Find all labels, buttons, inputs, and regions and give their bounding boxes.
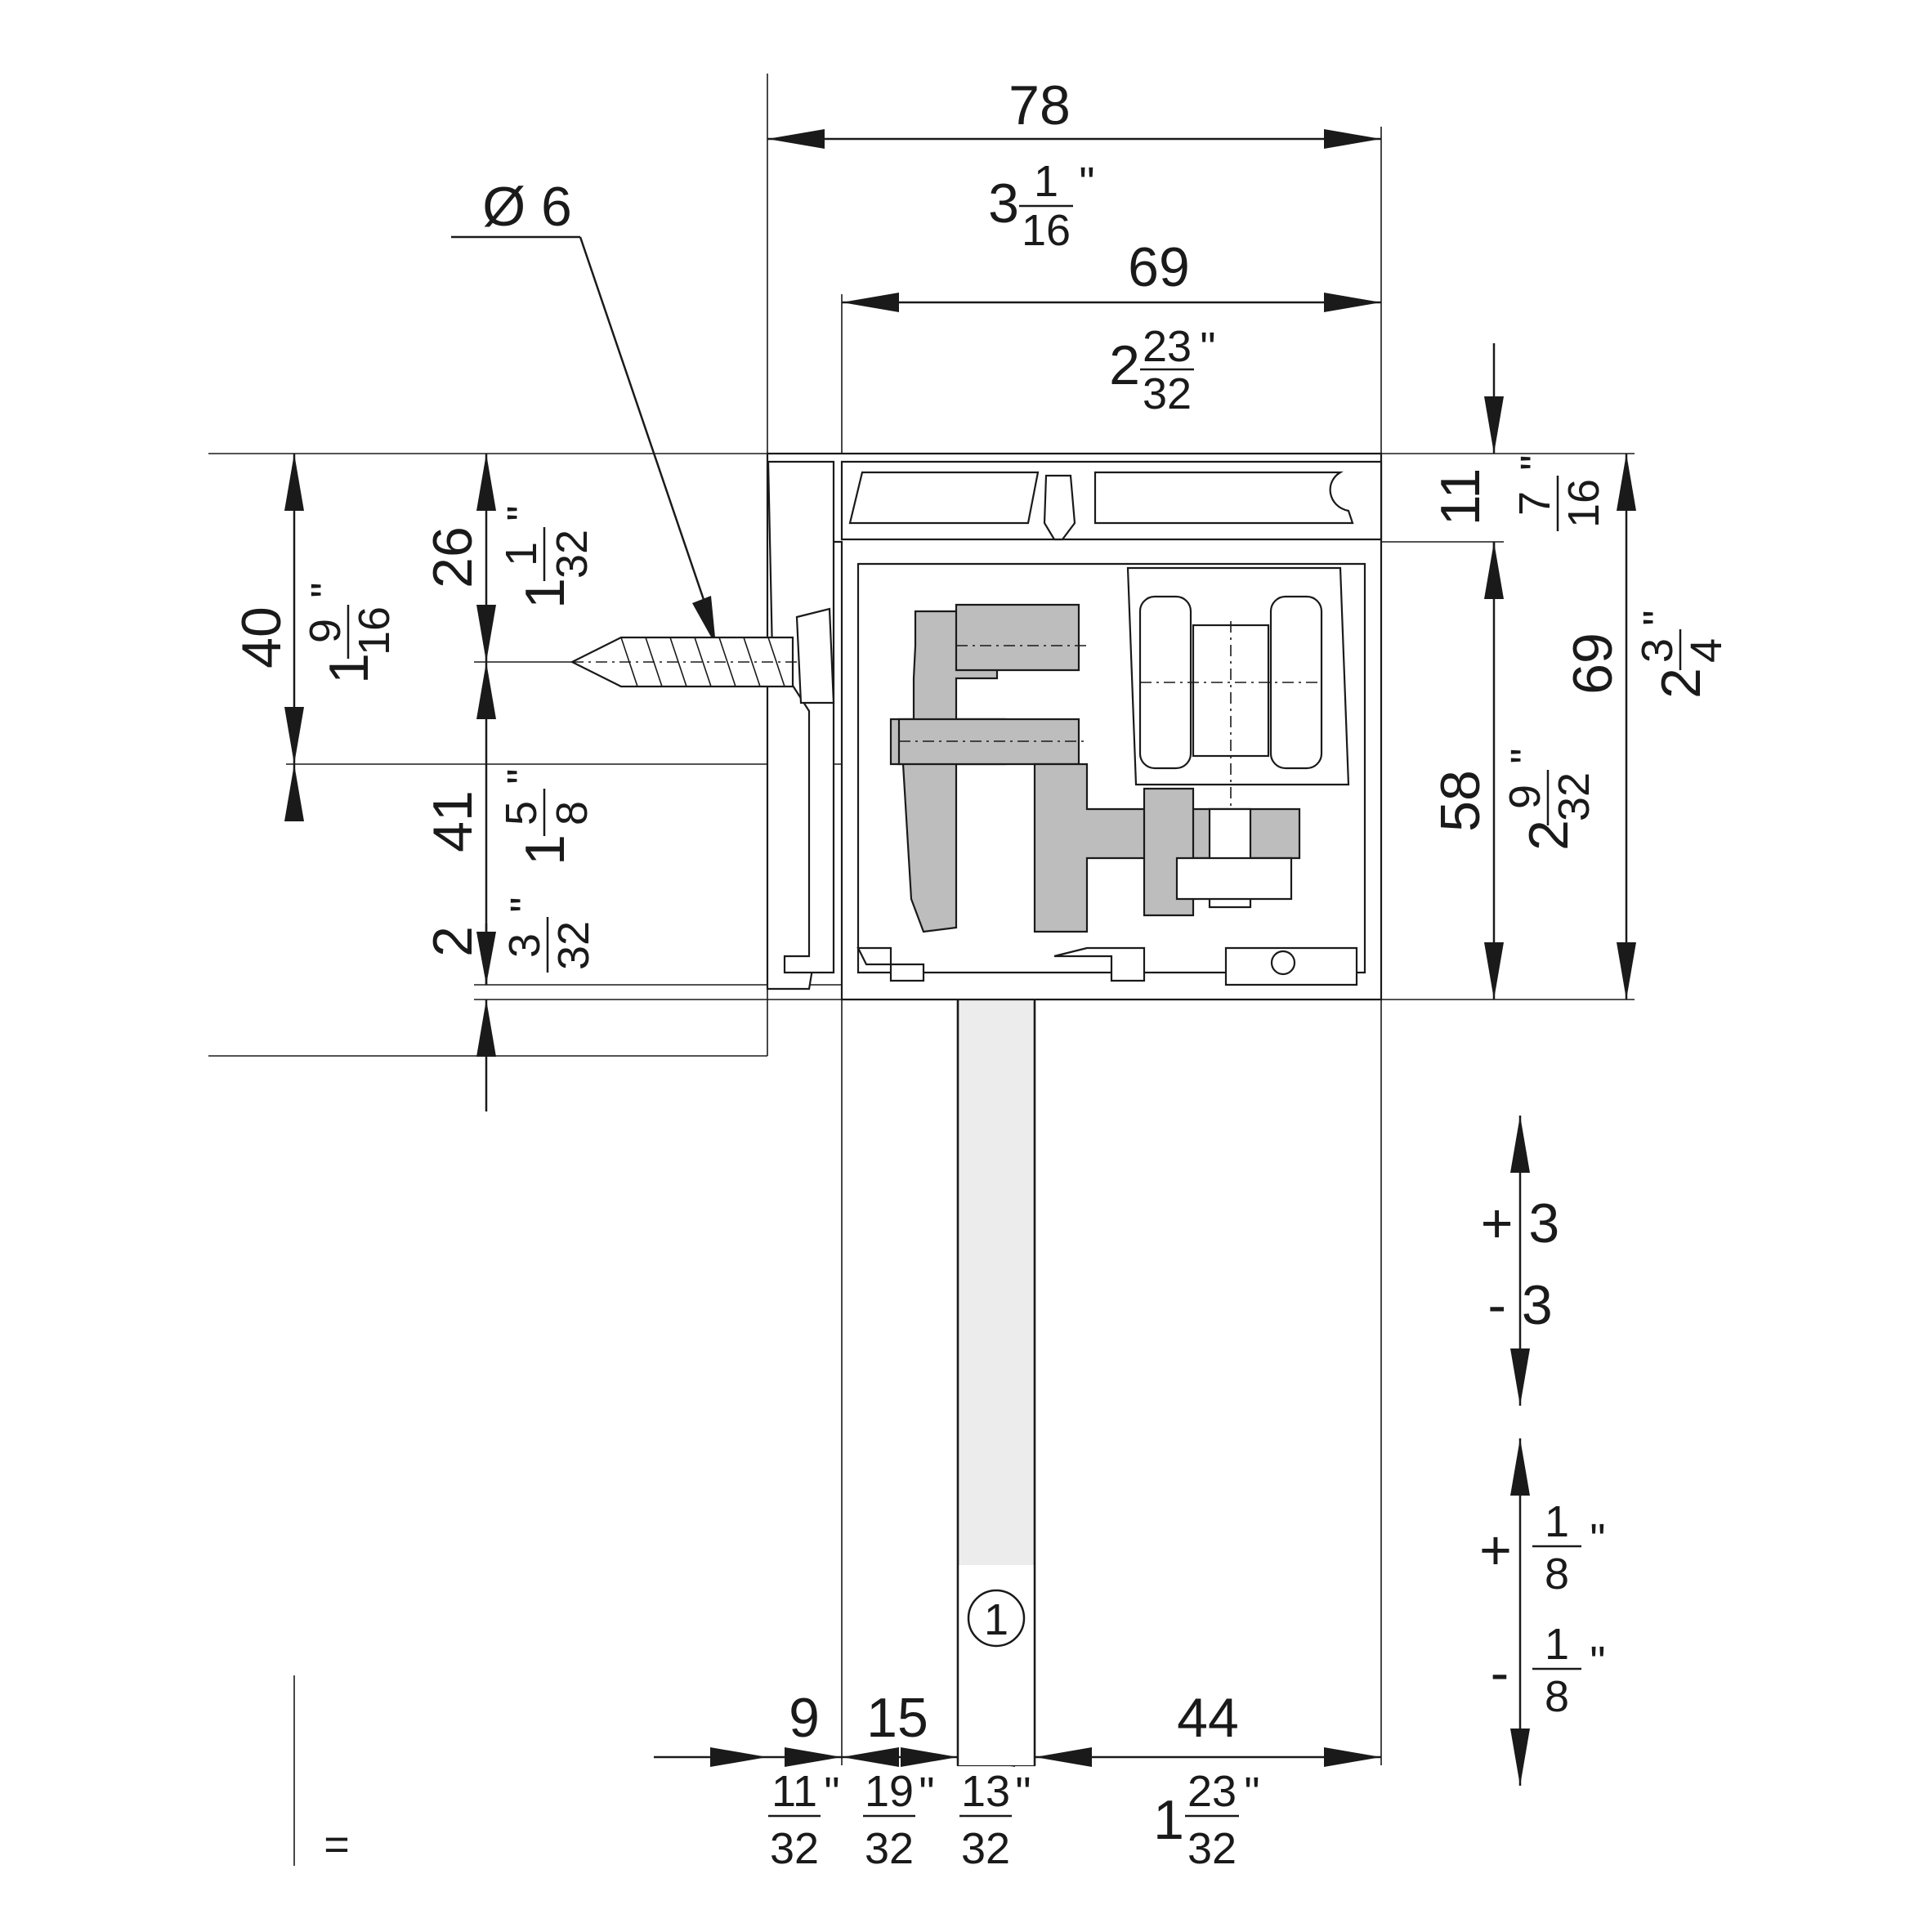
height-profile-inch-mark: " xyxy=(1635,610,1684,625)
dim-height-gap: 2 3 32 " xyxy=(422,897,598,1111)
bottom-dim-44-in-whole: 1 xyxy=(1153,1789,1184,1851)
bottom-dim-9-mm: 9 xyxy=(789,1687,820,1749)
height-top-inch-mark: " xyxy=(1512,454,1561,470)
adjust-in-minus-den: 8 xyxy=(1545,1672,1569,1721)
screw xyxy=(570,607,835,704)
height-screw-in-whole: 1 xyxy=(514,578,576,609)
part-callout-circle xyxy=(967,1589,1026,1648)
height-lower-in-den: 8 xyxy=(548,801,597,825)
width-track-inch-mark: " xyxy=(1200,324,1215,373)
height-screw-in-num: 1 xyxy=(497,542,546,566)
stray-mark: = xyxy=(324,1820,350,1869)
adjust-in-plus-inch-mark: " xyxy=(1590,1515,1605,1564)
dim-width-overall: 78 3 1 16 " xyxy=(767,74,1381,255)
adjust-mm-minus: - 3 xyxy=(1487,1274,1552,1336)
dim-height-profile: 69 2 3 4 " xyxy=(1562,454,1731,1000)
bottom-dim-44-in-num: 23 xyxy=(1187,1767,1237,1816)
height-inner-in-num: 9 xyxy=(1500,785,1550,809)
width-track-in-den: 32 xyxy=(1143,369,1192,418)
dim-height-lower: 41 1 5 8 " xyxy=(422,662,597,985)
adjust-in-plus-sign: + xyxy=(1479,1519,1512,1581)
bottom-dim-9-inch-mark: " xyxy=(824,1769,839,1818)
dim-height-inner: 58 2 9 32 " xyxy=(1429,542,1599,1000)
bottom-dim-10-inch-mark: " xyxy=(1015,1769,1031,1818)
dim-height-screw: 26 1 1 32 " xyxy=(422,454,597,662)
adjust-in-minus-num: 1 xyxy=(1545,1620,1569,1669)
dim-height-top: 11 7 16 " xyxy=(1429,343,1608,599)
height-inner-in-den: 32 xyxy=(1550,772,1599,821)
screw-diameter-leader: Ø 6 xyxy=(451,176,716,646)
bottom-dim-44-in-den: 32 xyxy=(1187,1824,1237,1873)
bottom-dim-9-in-num: 11 xyxy=(771,1767,817,1816)
height-screw-inch-mark: " xyxy=(499,505,548,521)
width-overall-mm: 78 xyxy=(1008,74,1071,136)
bottom-dim-15-in-den: 32 xyxy=(865,1824,914,1873)
bottom-dim-9: 9 11 32 " xyxy=(768,1687,840,1873)
part-callout-number: 1 xyxy=(984,1595,1008,1644)
adjust-in-minus-inch-mark: " xyxy=(1590,1638,1605,1687)
height-gap-mm: 2 xyxy=(422,926,484,957)
height-gap-in-num: 3 xyxy=(500,933,549,958)
adjust-mm-plus: + 3 xyxy=(1481,1192,1559,1254)
height-profile-in-num: 3 xyxy=(1633,638,1682,663)
width-overall-in-den: 16 xyxy=(1022,206,1071,255)
height-lower-mm: 41 xyxy=(422,790,484,852)
height-profile-in-whole: 2 xyxy=(1650,668,1712,699)
height-top-in-den: 16 xyxy=(1559,479,1608,528)
width-track-mm: 69 xyxy=(1128,236,1190,298)
adjust-in-plus-num: 1 xyxy=(1545,1497,1569,1546)
height-lower-in-whole: 1 xyxy=(514,834,576,865)
width-overall-in-num: 1 xyxy=(1034,157,1058,206)
width-overall-in-whole: 3 xyxy=(988,172,1019,235)
bottom-dim-10-in-den: 32 xyxy=(961,1824,1010,1873)
adjust-in-minus-sign: - xyxy=(1491,1642,1509,1704)
part-callout: 1 xyxy=(967,1589,1026,1648)
dim-height-total: 40 1 9 16 " xyxy=(230,454,399,821)
bottom-dim-15-inch-mark: " xyxy=(919,1769,934,1818)
hanger-bracket xyxy=(889,603,1301,933)
width-track-in-num: 23 xyxy=(1143,322,1192,371)
bottom-dim-15-in-num: 19 xyxy=(865,1767,914,1816)
height-total-mm: 40 xyxy=(230,606,293,669)
height-profile-mm: 69 xyxy=(1562,633,1624,695)
height-inner-mm: 58 xyxy=(1429,770,1491,832)
screw-threads xyxy=(620,637,785,687)
height-top-mm: 11 xyxy=(1429,468,1491,526)
width-overall-inch-mark: " xyxy=(1079,159,1094,208)
height-gap-in-den: 32 xyxy=(549,921,598,970)
bottom-dim-44: 44 1 23 32 " xyxy=(1153,1687,1260,1873)
screw-diameter-label: Ø 6 xyxy=(482,176,572,238)
height-gap-inch-mark: " xyxy=(502,897,551,912)
adjust-in-plus-den: 8 xyxy=(1545,1550,1569,1599)
bottom-dim-15-mm: 15 xyxy=(866,1687,928,1749)
bottom-dim-44-inch-mark: " xyxy=(1244,1769,1259,1818)
adjustment-mm: + 3 - 3 xyxy=(1481,1116,1559,1406)
height-lower-in-num: 5 xyxy=(497,801,546,825)
height-top-in-num: 7 xyxy=(1510,491,1559,516)
height-screw-in-den: 32 xyxy=(548,530,597,579)
height-lower-inch-mark: " xyxy=(499,768,548,784)
height-screw-mm: 26 xyxy=(422,526,484,588)
height-inner-inch-mark: " xyxy=(1502,748,1551,763)
bottom-dim-10-in-num: 13 xyxy=(961,1767,1010,1816)
adjustment-in: + 1 8 " - 1 8 " xyxy=(1479,1438,1606,1786)
bottom-dim-15: 15 19 32 " xyxy=(863,1687,935,1873)
dim-width-track: 69 2 23 32 " xyxy=(842,236,1381,418)
bottom-dim-9-in-den: 32 xyxy=(770,1824,819,1873)
width-track-in-whole: 2 xyxy=(1109,334,1140,396)
height-total-in-num: 9 xyxy=(301,619,350,643)
height-total-inch-mark: " xyxy=(302,582,351,597)
bottom-dim-44-mm: 44 xyxy=(1177,1687,1239,1749)
height-profile-in-den: 4 xyxy=(1682,638,1731,663)
height-total-in-den: 16 xyxy=(350,606,399,655)
